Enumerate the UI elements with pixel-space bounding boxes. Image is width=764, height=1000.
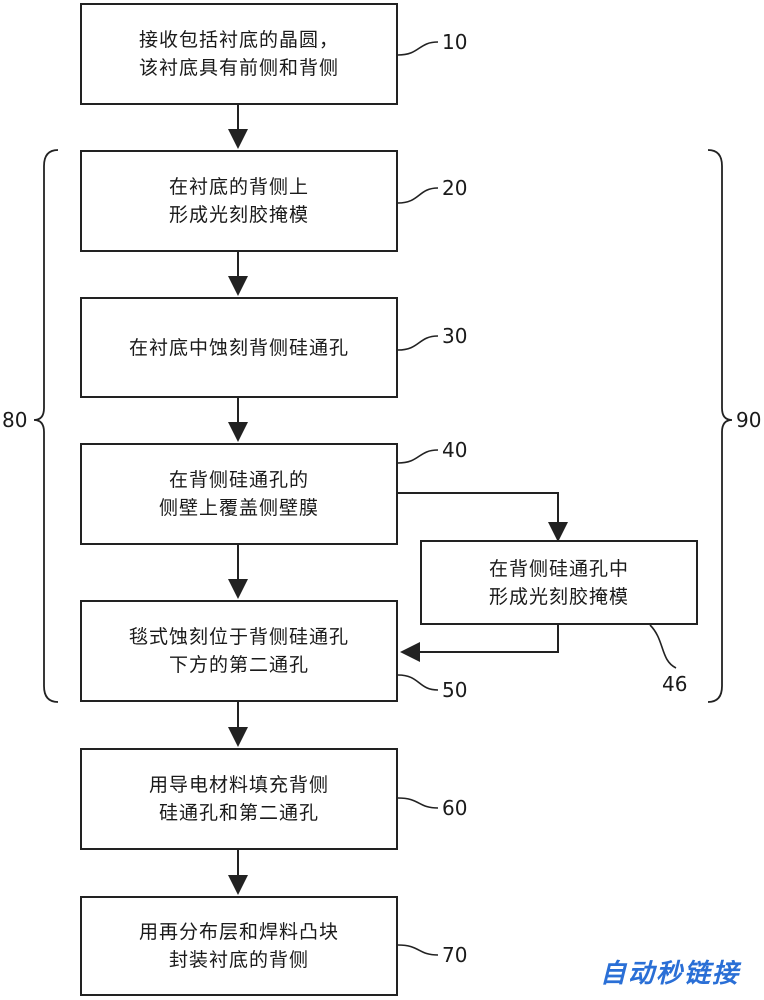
leader-50 (397, 674, 439, 691)
ref-label-50: 50 (442, 678, 468, 702)
ref-label-60: 60 (442, 796, 468, 820)
step-50-line-2: 下方的第二通孔 (168, 654, 309, 676)
leader-30 (397, 335, 439, 351)
group-80-label: 80 (2, 408, 28, 432)
leader-70 (397, 944, 439, 956)
step-46-line-1: 在背侧硅通孔中 (488, 557, 629, 580)
ref-label-10: 10 (442, 30, 468, 54)
step-10-line-1: 接收包括衬底的晶圆， (138, 29, 339, 51)
step-70-box: 用再分布层和焊料凸块 封装衬底的背侧 (80, 896, 398, 996)
leader-46 (649, 624, 677, 669)
ref-label-20: 20 (442, 176, 468, 200)
step-60-line-1: 用导电材料填充背侧 (148, 774, 329, 796)
step-40-line-1: 在背侧硅通孔的 (168, 469, 309, 491)
ref-label-30: 30 (442, 324, 468, 348)
group-80-brace (33, 149, 59, 703)
arrow-40-to-46 (398, 492, 568, 542)
leader-10 (397, 41, 439, 56)
arrow-46-to-50 (400, 625, 559, 662)
step-46-line-2: 形成光刻胶掩模 (488, 585, 629, 608)
leader-40 (397, 449, 439, 464)
step-20-box: 在衬底的背侧上 形成光刻胶掩模 (80, 150, 398, 252)
step-70-line-1: 用再分布层和焊料凸块 (138, 921, 339, 943)
step-46-box: 在背侧硅通孔中 形成光刻胶掩模 (420, 540, 698, 625)
step-40-line-2: 侧壁上覆盖侧壁膜 (158, 497, 319, 519)
step-50-line-1: 毯式蚀刻位于背侧硅通孔 (128, 626, 349, 648)
step-70-line-2: 封装衬底的背侧 (168, 949, 309, 971)
step-20-line-2: 形成光刻胶掩模 (168, 204, 309, 226)
watermark-logo: 自动秒链接 (599, 959, 740, 989)
group-90-brace (707, 149, 733, 703)
step-60-box: 用导电材料填充背侧 硅通孔和第二通孔 (80, 748, 398, 850)
leader-20 (397, 187, 439, 204)
step-30-box: 在衬底中蚀刻背侧硅通孔 (80, 297, 398, 398)
step-30-line-1: 在衬底中蚀刻背侧硅通孔 (128, 336, 349, 359)
step-50-box: 毯式蚀刻位于背侧硅通孔 下方的第二通孔 (80, 600, 398, 702)
step-10-box: 接收包括衬底的晶圆， 该衬底具有前侧和背侧 (80, 3, 398, 105)
step-40-box: 在背侧硅通孔的 侧壁上覆盖侧壁膜 (80, 443, 398, 545)
ref-label-70: 70 (442, 943, 468, 967)
ref-label-40: 40 (442, 438, 468, 462)
group-90-label: 90 (736, 408, 762, 432)
step-60-line-2: 硅通孔和第二通孔 (158, 802, 319, 824)
step-20-line-1: 在衬底的背侧上 (168, 176, 309, 198)
ref-label-46: 46 (662, 672, 688, 696)
step-10-line-2: 该衬底具有前侧和背侧 (138, 57, 339, 79)
leader-60 (397, 797, 439, 809)
